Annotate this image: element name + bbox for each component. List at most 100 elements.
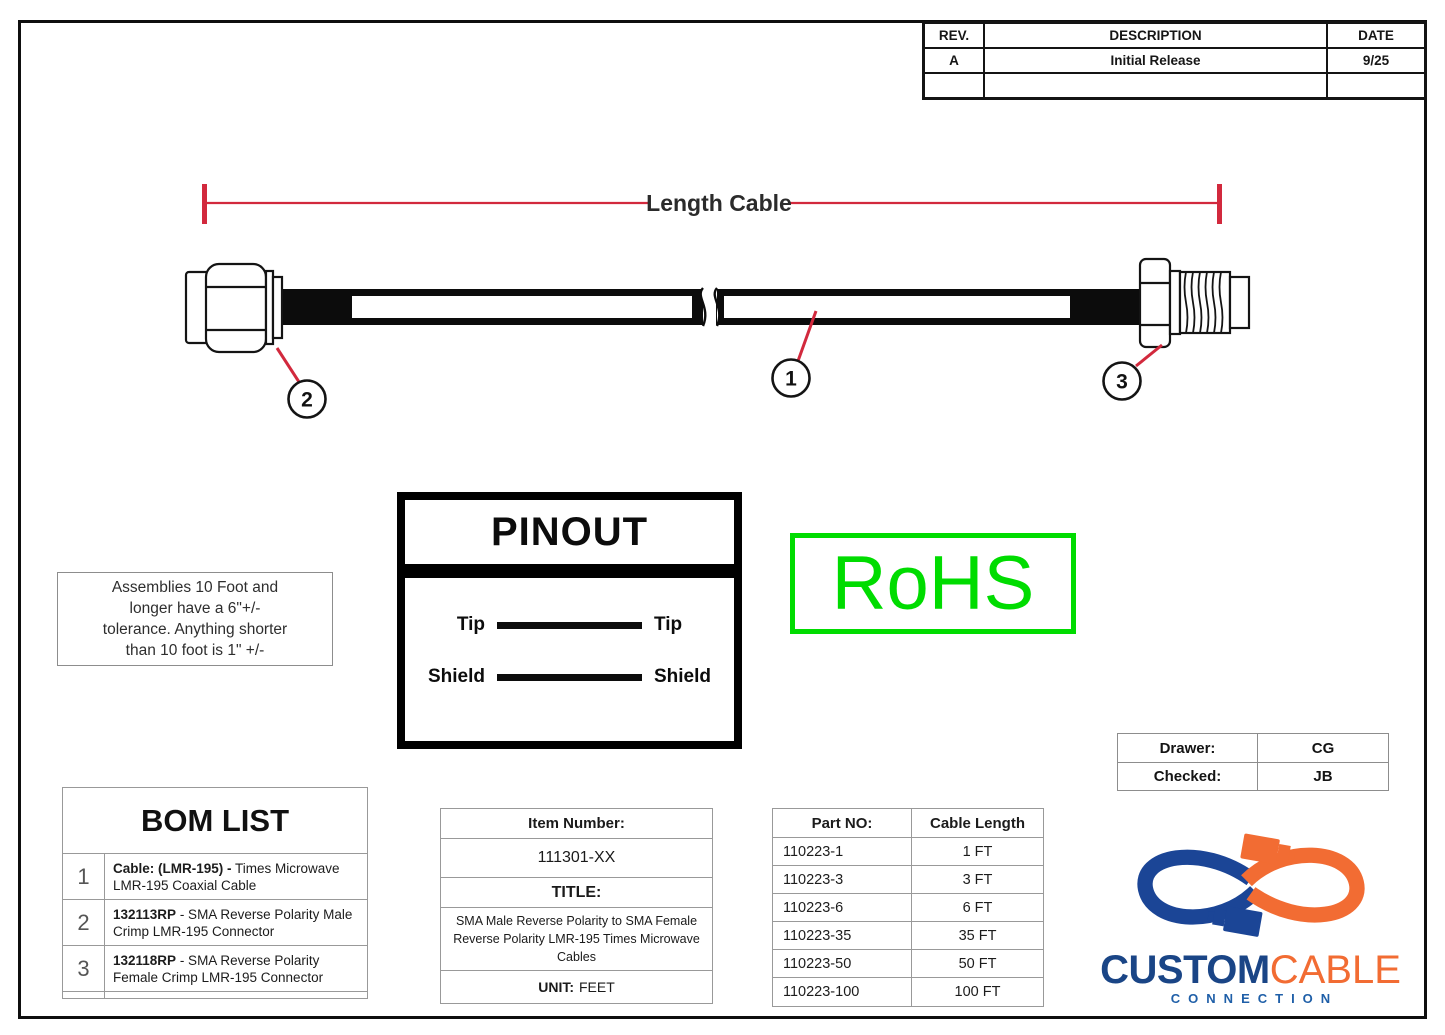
part-table-row: 110223-100 100 FT (773, 978, 1043, 1006)
part-table-header: Part NO: Cable Length (773, 809, 1043, 838)
pinout-divider (405, 564, 734, 578)
callout-1-cable: 1 (785, 368, 797, 391)
unit-value: FEET (579, 979, 615, 996)
part-table-row: 110223-35 35 FT (773, 922, 1043, 950)
blue-plug-icon (1206, 906, 1262, 937)
bom-item-desc: 132113RP - SMA Reverse Polarity Male Cri… (105, 900, 367, 945)
title-value: SMA Male Reverse Polarity to SMA Female … (441, 908, 712, 972)
pinout-title: PINOUT (490, 509, 649, 554)
tolerance-line: than 10 foot is 1" +/- (125, 642, 265, 660)
rev-cell: A (924, 48, 984, 73)
callout-balloons: 2 1 3 (287, 358, 1142, 419)
cable-length-header: Cable Length (929, 814, 1025, 832)
tolerance-note: Assemblies 10 Foot and longer have a 6"+… (57, 572, 333, 666)
callout-3-right-connector: 3 (1116, 371, 1128, 394)
description-cell-empty (984, 73, 1327, 98)
length-cell: 1 FT (962, 843, 993, 860)
part-no-header: Part NO: (773, 809, 912, 837)
length-dimension: Length Cable (202, 184, 1222, 224)
bom-part-number: 132118RP (113, 952, 177, 968)
length-cell: 50 FT (958, 955, 997, 972)
bom-item-number: 3 (63, 946, 105, 991)
drawer-label: Drawer: (1118, 734, 1258, 762)
bom-row: 1 Cable: (LMR-195) - Times Microwave LMR… (63, 854, 367, 900)
part-no-cell: 110223-100 (773, 978, 912, 1006)
part-table-row: 110223-1 1 FT (773, 838, 1043, 866)
logo-wordmark: CUSTOMCABLE (1078, 948, 1423, 993)
logo-word-cable: CABLE (1269, 948, 1401, 992)
bom-row-empty (63, 992, 367, 998)
callout-leaders (275, 310, 1163, 383)
logo-word-custom: CUSTOM (1100, 948, 1270, 992)
title-label: TITLE: (441, 878, 712, 908)
checked-label: Checked: (1118, 763, 1258, 790)
part-number-table: Part NO: Cable Length 110223-1 1 FT 1102… (772, 808, 1044, 1007)
bom-part-number: 132113RP (113, 906, 177, 922)
bom-title: BOM LIST (63, 788, 367, 854)
pin-label-right: Shield (654, 666, 712, 687)
checked-row: Checked: JB (1118, 762, 1388, 790)
date-header: DATE (1327, 23, 1425, 48)
tolerance-line: Assemblies 10 Foot and (111, 578, 279, 596)
sma-female-connector (1138, 257, 1251, 349)
part-table-row: 110223-6 6 FT (773, 894, 1043, 922)
unit-row: UNIT: FEET (441, 971, 712, 1003)
bom-item-desc: 132118RP - SMA Reverse Polarity Female C… (105, 946, 367, 991)
date-cell-empty (1327, 73, 1425, 98)
bom-part-number: Cable: (LMR-195) - (113, 860, 232, 876)
length-cable-label: Length Cable (646, 190, 792, 216)
bom-part-text: - SMA Reverse Polarity Female Crimp LMR-… (113, 952, 324, 985)
part-table-row: 110223-3 3 FT (773, 866, 1043, 894)
checked-value: JB (1313, 768, 1333, 785)
callout-2-left-connector: 2 (301, 389, 313, 412)
pin-label-left: Tip (456, 614, 485, 635)
pinout-box: PINOUT Tip Tip Shield Shield (397, 492, 742, 749)
part-no-cell: 110223-6 (773, 894, 912, 921)
sma-male-connector (184, 262, 284, 354)
drawer-row: Drawer: CG (1118, 734, 1388, 762)
tolerance-line: longer have a 6"+/- (129, 599, 261, 617)
drawing-sheet-border (18, 20, 1427, 1019)
pin-wire (497, 673, 642, 681)
length-cell: 6 FT (962, 899, 993, 916)
pin-label-right: Tip (654, 614, 683, 635)
length-cell: 35 FT (958, 927, 997, 944)
rev-cell-empty (924, 73, 984, 98)
drawer-value: CG (1311, 739, 1335, 757)
rohs-badge: RoHS (790, 533, 1076, 634)
approval-table: Drawer: CG Checked: JB (1117, 733, 1389, 791)
part-no-cell: 110223-50 (773, 950, 912, 977)
part-no-cell: 110223-1 (773, 838, 912, 865)
pinout-row-tip: Tip Tip (405, 614, 734, 636)
bom-item-number: 1 (63, 854, 105, 899)
part-no-cell: 110223-35 (773, 922, 912, 949)
bom-item-number: 2 (63, 900, 105, 945)
company-logo: CUSTOMCABLE CONNECTION (1078, 828, 1423, 1012)
bom-part-text: Times Microwave LMR-195 Coaxial Cable (113, 860, 340, 893)
logo-subtitle: CONNECTION (1170, 991, 1339, 1006)
description-cell: Initial Release (984, 48, 1327, 73)
bom-row: 3 132118RP - SMA Reverse Polarity Female… (63, 946, 367, 992)
bom-table: BOM LIST 1 Cable: (LMR-195) - Times Micr… (62, 787, 368, 999)
bom-item-desc: Cable: (LMR-195) - Times Microwave LMR-1… (105, 854, 367, 899)
length-cell: 100 FT (954, 984, 1001, 1000)
pin-label-left: Shield (427, 666, 485, 687)
item-info-table: Item Number: 111301-XX TITLE: SMA Male R… (440, 808, 713, 1005)
coax-cable (280, 287, 1144, 327)
pinout-row-shield: Shield Shield (405, 666, 734, 688)
tolerance-line: tolerance. Anything shorter (102, 621, 288, 638)
revision-table: REV. DESCRIPTION DATE A Initial Release … (922, 21, 1427, 100)
orange-plug-icon (1239, 833, 1295, 865)
infinity-cable-icon (1136, 833, 1365, 937)
cable-assembly-drawing: Length Cable (184, 184, 1251, 419)
date-cell: 9/25 (1327, 48, 1425, 73)
rev-header: REV. (924, 23, 984, 48)
bom-part-text: - SMA Reverse Polarity Male Crimp LMR-19… (113, 906, 353, 939)
part-no-cell: 110223-3 (773, 866, 912, 893)
unit-label: UNIT: (538, 979, 574, 996)
pin-wire (497, 621, 642, 629)
description-header: DESCRIPTION (984, 23, 1327, 48)
item-number-label: Item Number: (441, 809, 712, 839)
part-table-row: 110223-50 50 FT (773, 950, 1043, 978)
length-cell: 3 FT (962, 871, 993, 888)
